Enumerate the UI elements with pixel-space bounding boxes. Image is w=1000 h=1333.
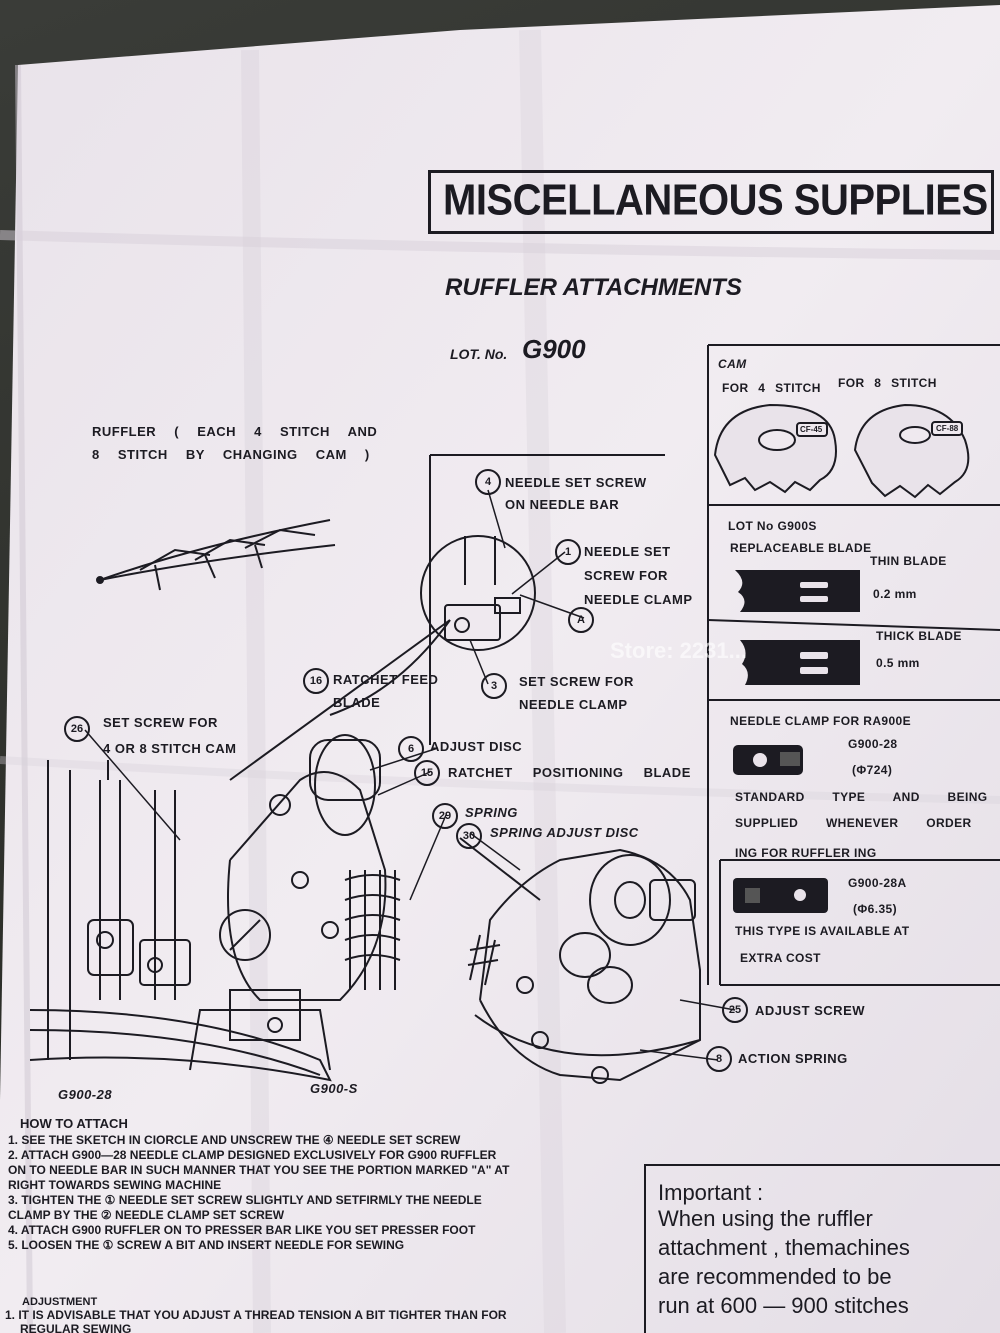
important-box-frame	[644, 1164, 1000, 1333]
callout-16-text-2: BLADE	[333, 695, 381, 710]
callout-3-text-2: NEEDLE CLAMP	[519, 697, 628, 712]
ruffler-note-line2: 8 STITCH BY CHANGING CAM )	[92, 447, 370, 462]
thin-blade-size: 0.2 mm	[873, 587, 917, 601]
ruffle-fabric-sketch	[96, 519, 336, 591]
store-watermark: Store: 2231...	[610, 638, 747, 663]
how-to-list: 1. SEE THE SKETCH IN CIORCLE AND UNSCREW…	[8, 1134, 509, 1254]
how-to-step: RIGHT TOWARDS SEWING MACHINE	[8, 1178, 222, 1192]
callout-3-text-1: SET SCREW FOR	[519, 674, 634, 689]
clamp-panel-title: NEEDLE CLAMP FOR RA900E	[730, 714, 912, 728]
callout-1-text-1: NEEDLE SET	[584, 544, 671, 559]
blade-lot-label: LOT No G900S	[728, 519, 817, 533]
ruffler-left-sketch	[29, 734, 401, 1082]
right-panel-frames	[707, 344, 1000, 986]
figure-label-right: G900-S	[310, 1081, 358, 1096]
ruffler-right-sketch	[459, 837, 701, 1084]
callout-1-marker: 1	[555, 539, 581, 565]
callout-3-marker: 3	[481, 673, 507, 699]
clamp-desc-1: STANDARD TYPE AND BEING	[735, 790, 988, 804]
page-subtitle: RUFFLER ATTACHMENTS	[445, 274, 742, 301]
how-to-title: HOW TO ATTACH	[20, 1116, 128, 1131]
callout-4-marker: 4	[475, 469, 501, 495]
how-to-step: 3. TIGHTEN THE ① NEEDLE SET SCREW SLIGHT…	[8, 1193, 482, 1207]
thick-blade-shape	[740, 640, 860, 685]
important-line: run at 600 — 900 stitches	[658, 1293, 909, 1318]
important-lines: When using the ruffler attachment , them…	[658, 1208, 910, 1324]
clamp-desc-2: SUPPLIED WHENEVER ORDER	[735, 816, 972, 830]
lot-number-label: LOT. No.	[450, 346, 508, 362]
callout-6-marker: 6	[398, 736, 424, 762]
page-title: MISCELLANEOUS SUPPLIES	[443, 175, 988, 225]
cam-4-stitch-shape	[713, 403, 837, 494]
thin-blade-shape	[735, 570, 860, 612]
magnified-detail-sketch	[229, 454, 665, 781]
ruffler-note-line1: RUFFLER ( EACH 4 STITCH AND	[92, 424, 378, 439]
callout-26-marker: 26	[64, 716, 90, 742]
needle-clamp-g900-28a-shape	[733, 878, 828, 913]
blade-panel-title: REPLACEABLE BLADE	[730, 541, 872, 555]
how-to-step: CLAMP BY THE ② NEEDLE CLAMP SET SCREW	[8, 1208, 285, 1222]
thin-blade-label: THIN BLADE	[870, 554, 947, 568]
important-line: attachment , themachines	[658, 1235, 910, 1260]
callout-25-marker: 25	[722, 997, 748, 1023]
callout-8-text: ACTION SPRING	[738, 1051, 848, 1066]
callout-25-text: ADJUST SCREW	[755, 1003, 866, 1018]
callout-16-text-1: RATCHET FEED	[333, 672, 439, 687]
header-title-box	[428, 170, 994, 234]
important-title: Important :	[658, 1180, 764, 1205]
cam-4-stitch-label: FOR 4 STITCH	[722, 381, 821, 395]
callout-4-text-2: ON NEEDLE BAR	[505, 497, 620, 512]
callout-29-text: SPRING	[465, 805, 518, 820]
callout-16-marker: 16	[303, 668, 329, 694]
callout-15-marker: 15	[414, 760, 440, 786]
clamp-part1: G900-28	[848, 737, 898, 751]
clamp-part1-dim: (Φ724)	[852, 763, 893, 777]
callout-8-marker: 8	[706, 1046, 732, 1072]
how-to-step: 5. LOOSEN THE ① SCREW A BIT AND INSERT N…	[8, 1238, 405, 1252]
lot-number-value: G900	[522, 334, 586, 364]
important-line: are recommended to be	[658, 1264, 892, 1289]
thick-blade-size: 0.5 mm	[876, 656, 920, 670]
clamp-desc-3: ING FOR RUFFLER ING	[735, 846, 877, 860]
adjustment-line-2: REGULAR SEWING	[20, 1322, 132, 1333]
thick-blade-label: THICK BLADE	[876, 629, 962, 643]
needle-clamp-g900-28-shape	[733, 745, 803, 775]
adjustment-line-1: 1. IT IS ADVISABLE THAT YOU ADJUST A THR…	[5, 1308, 507, 1322]
cam-8-stitch-shape	[853, 403, 970, 499]
callout-30-text: SPRING ADJUST DISC	[490, 825, 639, 840]
cam-4-code: CF-45	[800, 425, 823, 434]
important-line: When using the ruffler	[658, 1206, 873, 1231]
clamp-desc-5: EXTRA COST	[740, 951, 821, 965]
callout-a-marker: A	[568, 607, 594, 633]
clamp-desc-4: THIS TYPE IS AVAILABLE AT	[735, 924, 910, 938]
clamp-part2: G900-28A	[848, 876, 907, 890]
callout-6-text: ADJUST DISC	[430, 739, 523, 754]
callout-26-text-2: 4 OR 8 STITCH CAM	[103, 741, 237, 756]
callout-30-marker: 30	[456, 823, 482, 849]
callout-4-text-1: NEEDLE SET SCREW	[505, 475, 647, 490]
clamp-part2-dim: (Φ6.35)	[853, 902, 897, 916]
callout-1-text-3: NEEDLE CLAMP	[584, 592, 693, 607]
how-to-step: 1. SEE THE SKETCH IN CIORCLE AND UNSCREW…	[8, 1133, 461, 1147]
cam-panel-title: CAM	[718, 357, 747, 371]
callout-1-text-2: SCREW FOR	[584, 568, 668, 583]
callout-29-marker: 29	[432, 803, 458, 829]
adjustment-title: ADJUSTMENT	[22, 1296, 98, 1308]
how-to-step: ON TO NEEDLE BAR IN SUCH MANNER THAT YOU…	[8, 1163, 510, 1177]
callout-15-text: RATCHET POSITIONING BLADE	[448, 765, 691, 780]
how-to-step: 2. ATTACH G900—28 NEEDLE CLAMP DESIGNED …	[8, 1148, 497, 1162]
how-to-step: 4. ATTACH G900 RUFFLER ON TO PRESSER BAR…	[8, 1223, 476, 1237]
cam-8-code: CF-88	[936, 424, 959, 433]
cam-8-stitch-label: FOR 8 STITCH	[838, 376, 937, 390]
figure-label-left: G900-28	[58, 1087, 113, 1102]
callout-26-text-1: SET SCREW FOR	[103, 715, 218, 730]
